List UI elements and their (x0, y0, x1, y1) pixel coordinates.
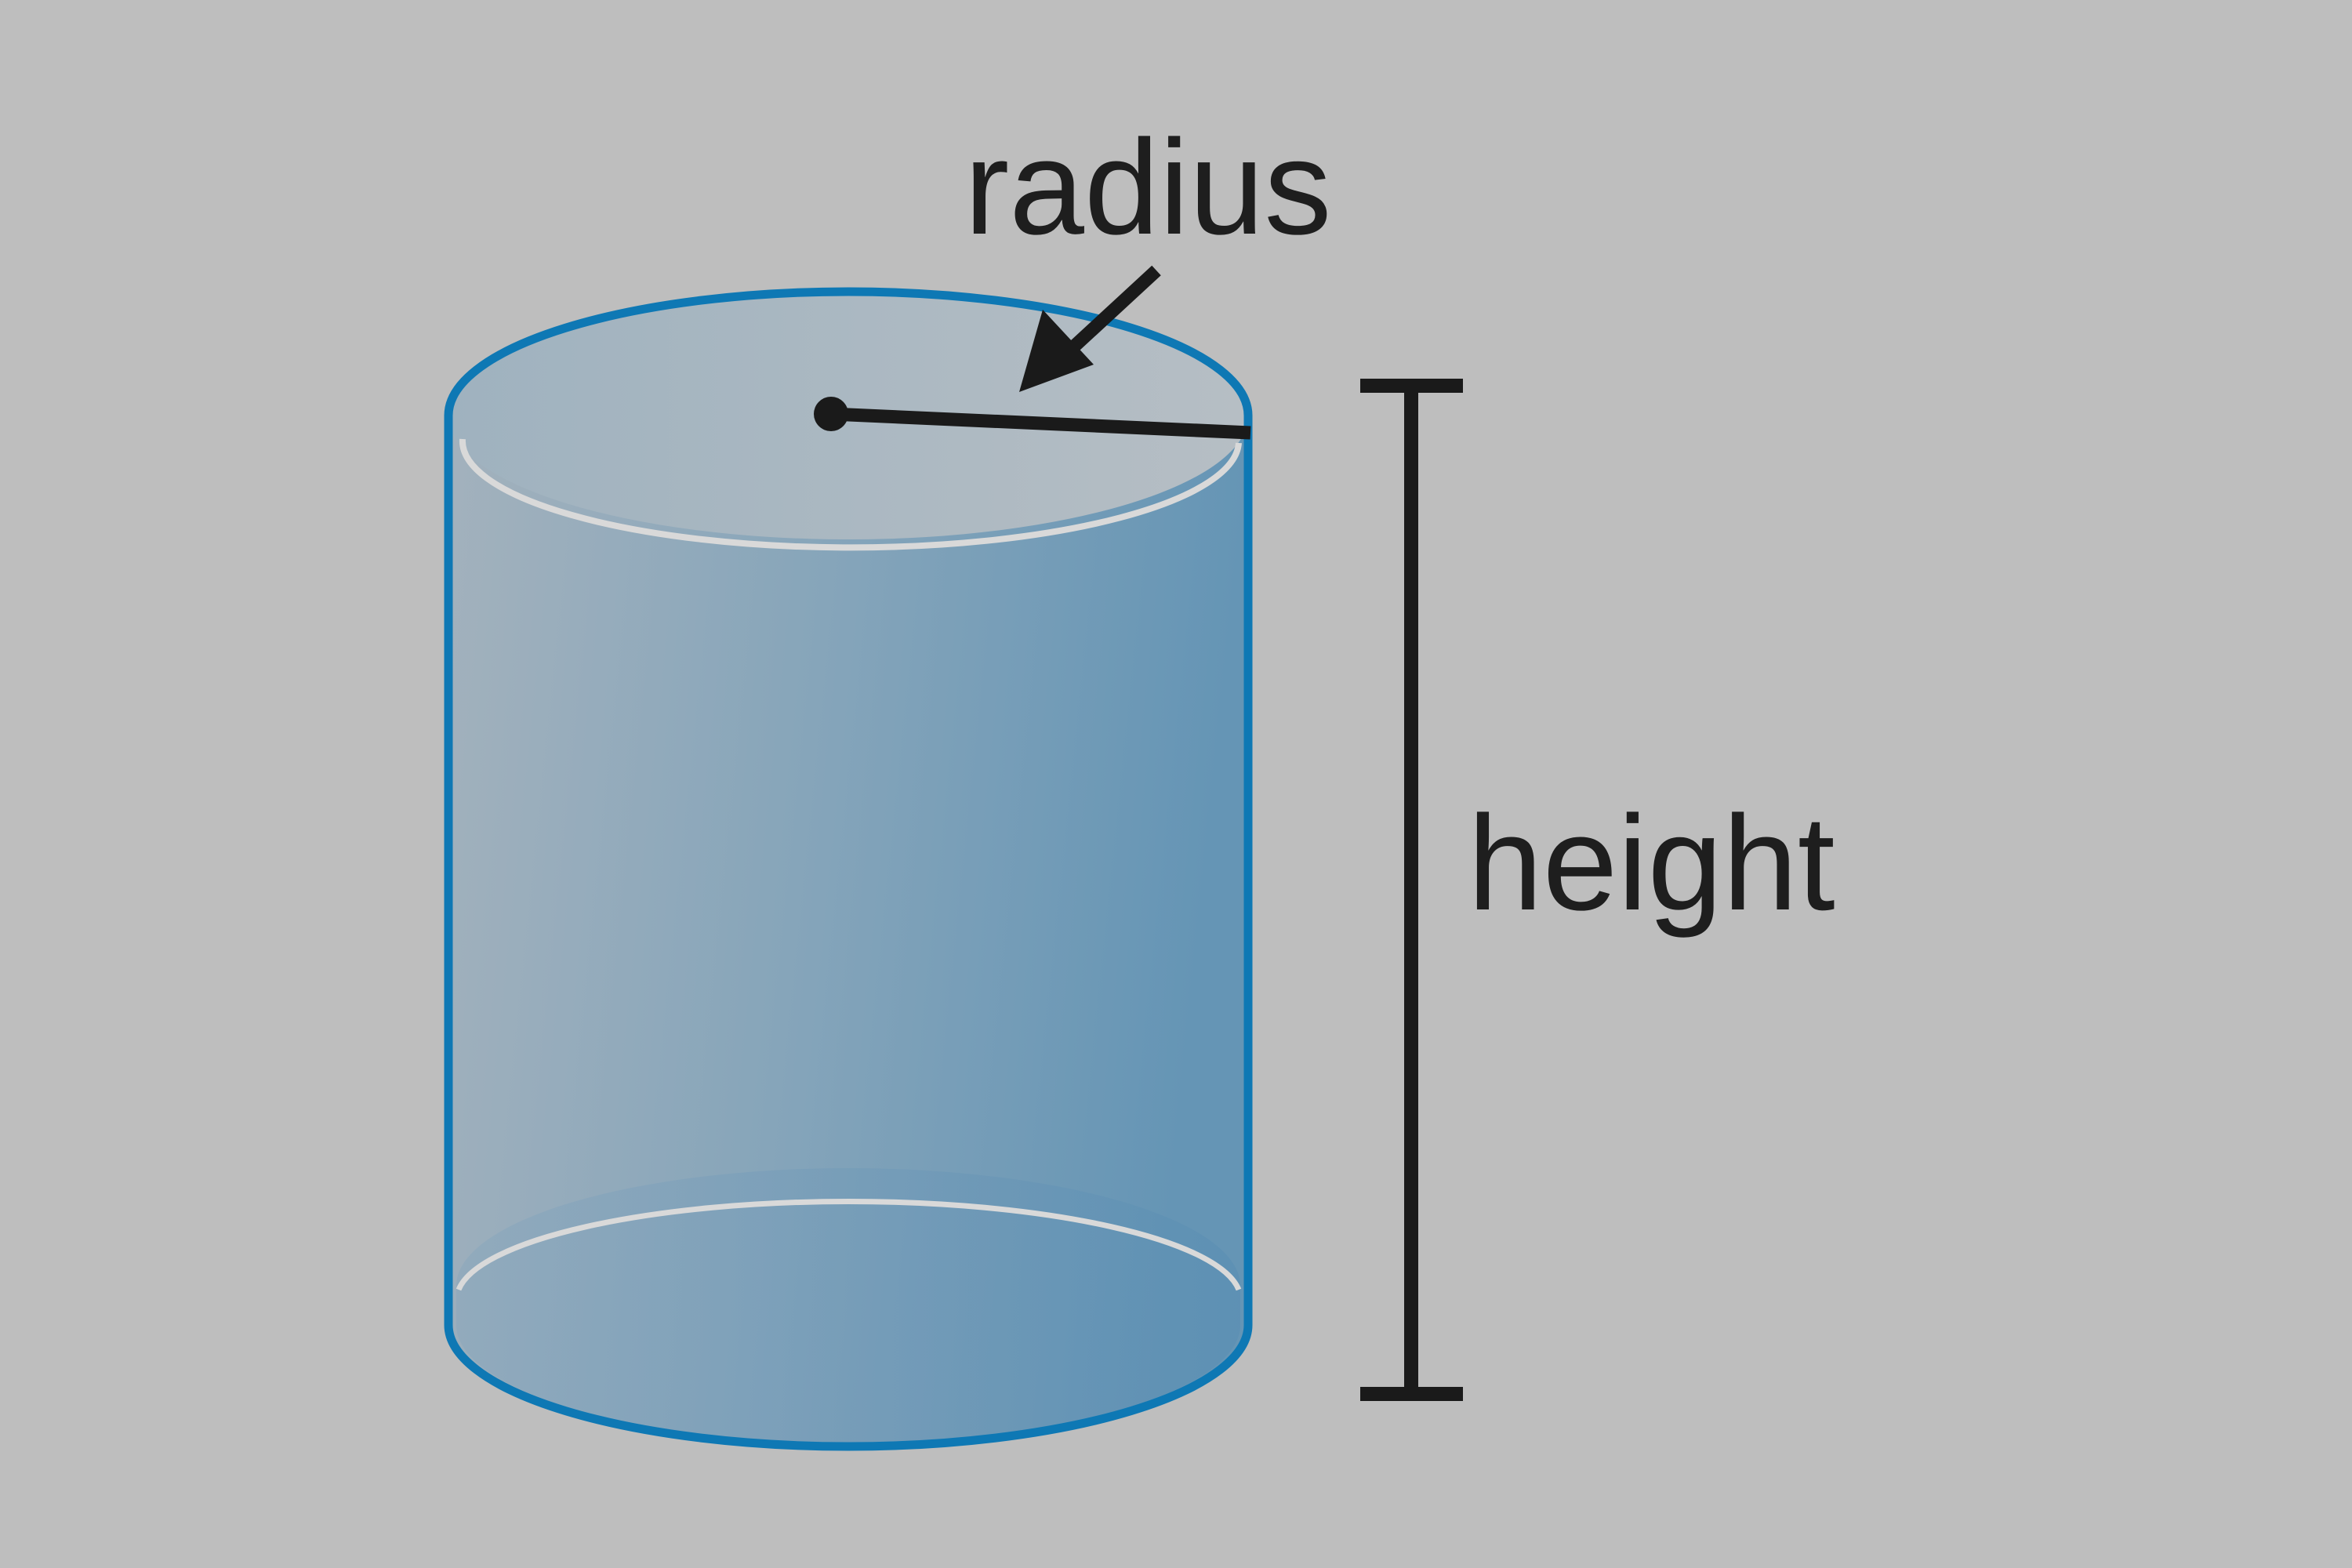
cylinder-body (448, 294, 1248, 1446)
radius-line (830, 407, 1251, 440)
cylinder-bottom-inner-rim (456, 1199, 1242, 1291)
height-dimension-bar (1360, 379, 1463, 1401)
cylinder-outline (444, 287, 1253, 1451)
height-label: height (1468, 788, 1835, 938)
radius-label: radius (964, 112, 1331, 263)
arrow-pointing-down-left-icon (1019, 265, 1161, 392)
cylinder-top-inner-rim (459, 438, 1242, 551)
cylinder-bottom-face (456, 1168, 1240, 1443)
